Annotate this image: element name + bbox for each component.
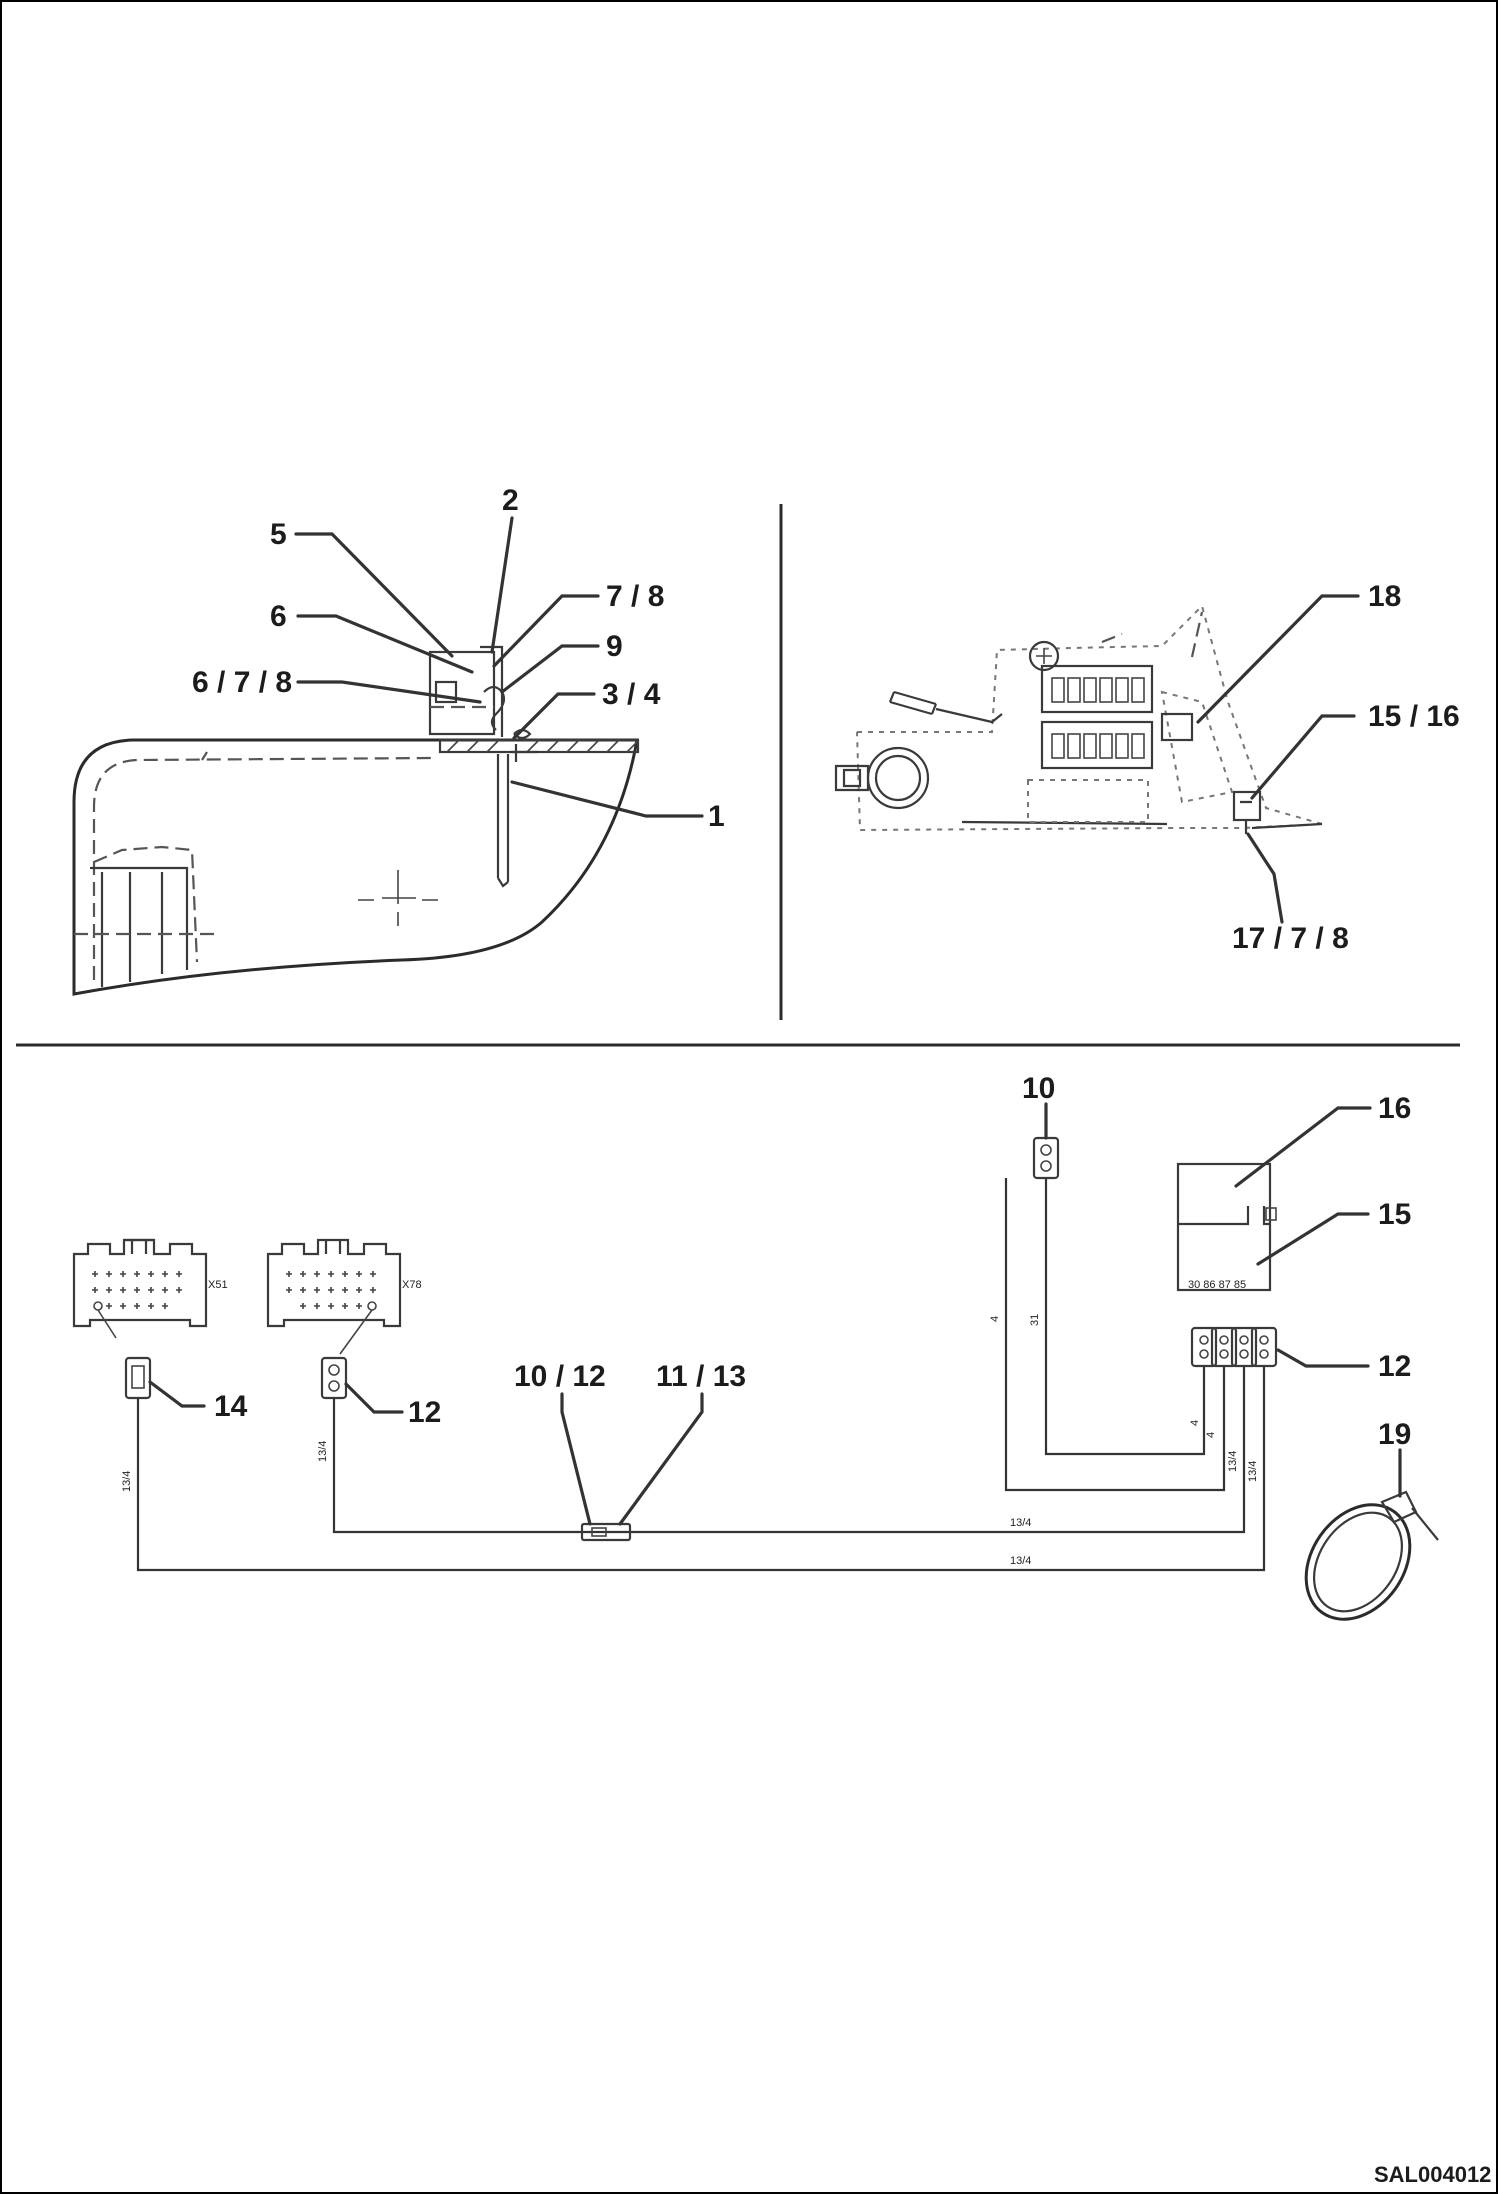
callout-15-16: 15 / 16 xyxy=(1368,700,1460,733)
leader-12-left xyxy=(344,1382,404,1414)
callout-3-4: 3 / 4 xyxy=(602,678,661,711)
callout-18: 18 xyxy=(1368,580,1401,613)
leader-2 xyxy=(490,516,514,654)
leader-17-7-8 xyxy=(1246,832,1284,924)
leader-16 xyxy=(1234,1106,1372,1188)
wire-mark-c: 4 xyxy=(1205,1432,1217,1438)
wire-mark-f: 4 xyxy=(1189,1420,1201,1426)
callout-9: 9 xyxy=(606,630,623,663)
callout-17-7-8: 17 / 7 / 8 xyxy=(1232,922,1349,955)
wire-mark-a: 4 xyxy=(989,1316,1001,1322)
leader-1 xyxy=(510,780,704,818)
leader-6 xyxy=(296,614,474,674)
terminal-14 xyxy=(124,1356,152,1400)
connector-x51 xyxy=(72,1238,208,1339)
terminal-block-12 xyxy=(1190,1326,1278,1368)
cable-tie-19 xyxy=(1304,1490,1439,1621)
terminal-12-left xyxy=(320,1356,348,1400)
callout-11-13: 11 / 13 xyxy=(656,1360,746,1393)
wire-mark-g: 13/4 xyxy=(1010,1517,1031,1529)
callout-12-right: 12 xyxy=(1378,1350,1411,1383)
relay-box-view xyxy=(834,604,1323,834)
leader-34 xyxy=(512,692,596,740)
callout-14: 14 xyxy=(214,1390,248,1423)
callout-2: 2 xyxy=(502,484,519,517)
callout-10-12: 10 / 12 xyxy=(514,1360,606,1393)
dashboard-section-view xyxy=(72,645,640,996)
callout-10: 10 xyxy=(1022,1072,1055,1105)
connector-x78-label: X78 xyxy=(402,1279,422,1291)
callout-1: 1 xyxy=(708,800,725,833)
wire-mark-i: 13/4 xyxy=(121,1471,133,1492)
leader-15-16 xyxy=(1250,714,1356,800)
terminal-10 xyxy=(1032,1136,1060,1180)
splice-connector xyxy=(580,1522,632,1542)
wire-10 xyxy=(1044,1178,1206,1456)
callout-15: 15 xyxy=(1378,1198,1411,1231)
leader-14 xyxy=(148,1380,206,1408)
leader-18 xyxy=(1196,594,1360,724)
connector-x78 xyxy=(266,1238,402,1355)
callout-5: 5 xyxy=(270,518,287,551)
relay-15-16 xyxy=(1176,1162,1277,1292)
leader-10-12 xyxy=(560,1392,592,1526)
leader-11-13 xyxy=(618,1392,704,1526)
wire-mark-j: 13/4 xyxy=(317,1441,329,1462)
callout-6: 6 xyxy=(270,600,287,633)
leader-9 xyxy=(500,644,600,694)
callout-7-8: 7 / 8 xyxy=(606,580,664,613)
wire-mark-d: 13/4 xyxy=(1227,1451,1239,1472)
wire-x78 xyxy=(332,1366,1246,1534)
drawing-reference: SAL004012 xyxy=(1374,2162,1491,2187)
wire-mark-b: 31 xyxy=(1029,1314,1041,1326)
wire-mark-h: 13/4 xyxy=(1010,1555,1031,1567)
callout-16: 16 xyxy=(1378,1092,1411,1125)
leader-15 xyxy=(1256,1212,1370,1266)
leader-678 xyxy=(296,680,482,704)
leader-5 xyxy=(294,532,454,658)
callout-6-7-8: 6 / 7 / 8 xyxy=(192,666,292,699)
callout-19: 19 xyxy=(1378,1418,1411,1451)
leader-12-right xyxy=(1276,1348,1370,1368)
relay-terminal-numbers: 30 86 87 85 xyxy=(1188,1279,1246,1291)
leader-78 xyxy=(492,594,600,668)
callout-12-left: 12 xyxy=(408,1396,441,1429)
wire-mark-e: 13/4 xyxy=(1247,1461,1259,1482)
wire-x51 xyxy=(136,1366,1266,1572)
connector-x51-label: X51 xyxy=(208,1279,228,1291)
wire-ground xyxy=(1004,1178,1226,1492)
